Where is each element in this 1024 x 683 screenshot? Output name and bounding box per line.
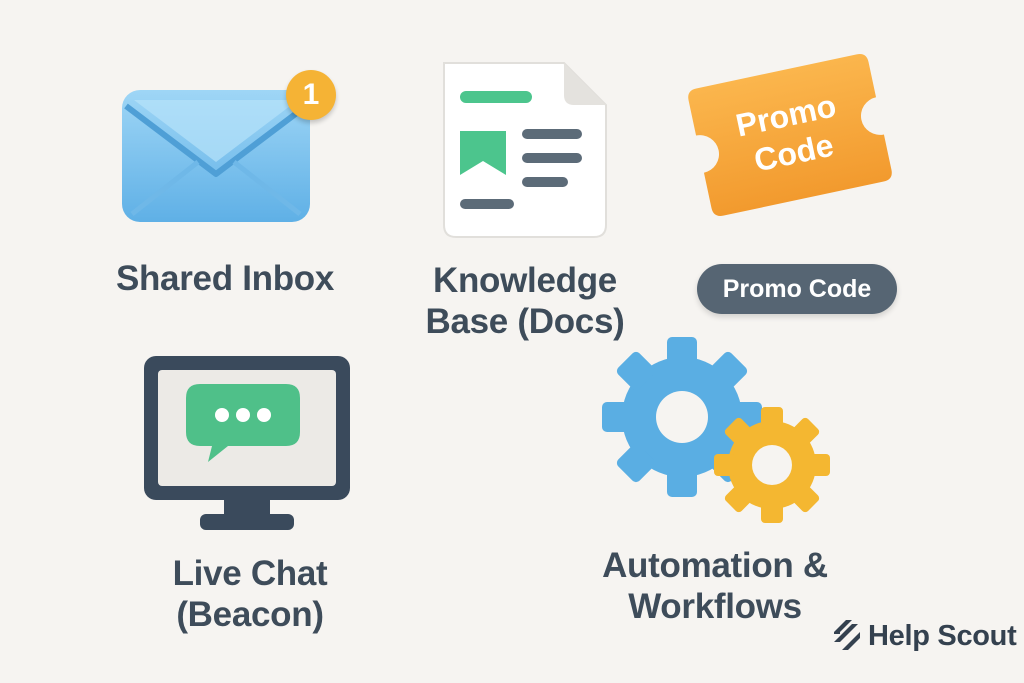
gears-icon	[602, 337, 830, 523]
ticket-icon	[688, 54, 892, 216]
automation-tile	[600, 335, 840, 530]
help-scout-logo: Help Scout	[832, 616, 1017, 656]
document-icon	[443, 62, 607, 238]
promo-code-pill: Promo Code	[697, 264, 897, 314]
envelope-icon	[122, 90, 310, 222]
live-chat-tile	[140, 352, 355, 537]
shared-inbox-tile: 1	[110, 70, 350, 230]
live-chat-label-line1: Live Chat	[172, 554, 328, 593]
brand-name: Help Scout	[868, 619, 1017, 652]
knowledge-base-label: Knowledge Base (Docs)	[395, 260, 655, 342]
automation-label: Automation & Workflows	[580, 545, 850, 627]
badge-count: 1	[302, 78, 320, 111]
live-chat-label-line2: (Beacon)	[176, 595, 324, 634]
knowledge-base-tile	[430, 55, 620, 245]
notification-badge: 1	[286, 70, 336, 120]
monitor-icon	[144, 356, 350, 530]
help-scout-logo-icon	[834, 620, 860, 650]
gear-icon	[602, 337, 762, 497]
promo-ticket: Promo Code	[677, 41, 904, 229]
shared-inbox-label: Shared Inbox	[115, 259, 335, 298]
automation-label-line2: Workflows	[628, 587, 802, 626]
knowledge-base-label-line1: Knowledge	[433, 261, 617, 300]
gear-icon	[714, 407, 830, 523]
live-chat-label: Live Chat (Beacon)	[120, 553, 380, 635]
knowledge-base-label-line2: Base (Docs)	[425, 302, 625, 341]
chat-bubble-icon	[186, 384, 300, 462]
automation-label-line1: Automation &	[602, 546, 828, 585]
